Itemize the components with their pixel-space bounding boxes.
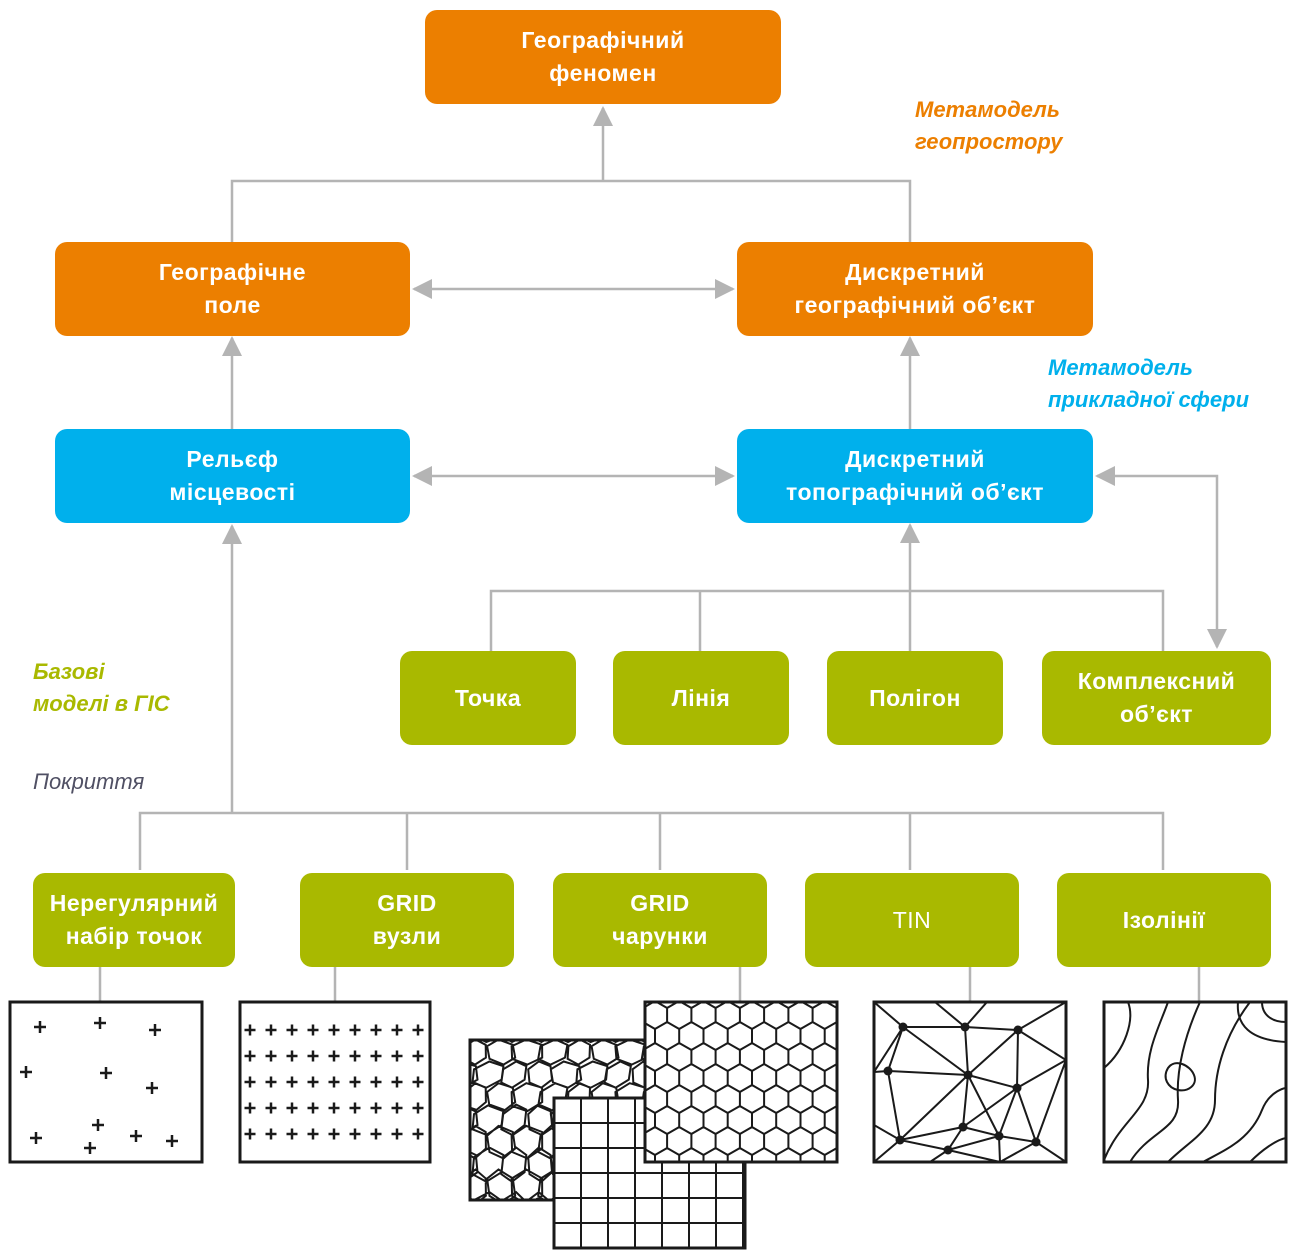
plus-mark bbox=[391, 1024, 403, 1036]
grid-points-icon bbox=[238, 1000, 432, 1164]
plus-mark bbox=[307, 1076, 319, 1088]
plus-mark bbox=[94, 1017, 106, 1029]
plus-mark bbox=[244, 1050, 256, 1062]
plus-mark bbox=[328, 1076, 340, 1088]
plus-mark bbox=[391, 1050, 403, 1062]
plus-mark bbox=[349, 1050, 361, 1062]
plus-mark bbox=[370, 1102, 382, 1114]
node-line: Лінія bbox=[613, 651, 789, 745]
plus-mark bbox=[349, 1102, 361, 1114]
plus-mark bbox=[307, 1128, 319, 1140]
plus-mark bbox=[328, 1128, 340, 1140]
plus-mark bbox=[265, 1024, 277, 1036]
plus-mark bbox=[328, 1102, 340, 1114]
tin-mesh-icon bbox=[872, 1000, 1068, 1164]
plus-mark bbox=[307, 1050, 319, 1062]
plus-mark bbox=[244, 1102, 256, 1114]
node-discrete-geo-object: Дискретний географічний об’єкт bbox=[737, 242, 1093, 336]
plus-mark bbox=[34, 1021, 46, 1033]
node-geo-field: Географічне поле bbox=[55, 242, 410, 336]
node-irregular-points: Нерегулярний набір точок bbox=[33, 873, 235, 967]
plus-mark bbox=[286, 1050, 298, 1062]
plus-mark bbox=[149, 1024, 161, 1036]
plus-mark bbox=[412, 1128, 424, 1140]
plus-mark bbox=[265, 1050, 277, 1062]
node-point: Точка bbox=[400, 651, 576, 745]
plus-mark bbox=[370, 1050, 382, 1062]
node-isolines: Ізолінії bbox=[1057, 873, 1271, 967]
node-discrete-topo-object: Дискретний топографічний об’єкт bbox=[737, 429, 1093, 523]
plus-mark bbox=[100, 1067, 112, 1079]
plus-mark bbox=[412, 1102, 424, 1114]
plus-mark bbox=[370, 1076, 382, 1088]
plus-mark bbox=[370, 1024, 382, 1036]
label-metamodel-geospace: Метамодель геопростору bbox=[915, 97, 1063, 154]
plus-mark bbox=[286, 1076, 298, 1088]
plus-mark bbox=[20, 1066, 32, 1078]
plus-mark bbox=[349, 1024, 361, 1036]
node-geo-phenomenon: Географічний феномен bbox=[425, 10, 781, 104]
plus-mark bbox=[391, 1102, 403, 1114]
plus-mark bbox=[412, 1076, 424, 1088]
plus-mark bbox=[412, 1050, 424, 1062]
hexagon-grid-icon bbox=[643, 1000, 839, 1164]
label-coverage: Покриття bbox=[33, 769, 145, 794]
thumb-ticks bbox=[98, 967, 1201, 1002]
plus-mark bbox=[412, 1024, 424, 1036]
connector-coverages bbox=[138, 811, 1165, 870]
plus-mark bbox=[307, 1102, 319, 1114]
plus-mark bbox=[146, 1082, 158, 1094]
plus-mark bbox=[391, 1076, 403, 1088]
plus-mark bbox=[265, 1102, 277, 1114]
contour-lines-icon bbox=[1102, 1000, 1288, 1164]
arrow-topo-complex bbox=[1095, 466, 1227, 649]
plus-mark bbox=[244, 1076, 256, 1088]
plus-mark bbox=[286, 1024, 298, 1036]
plus-mark bbox=[286, 1128, 298, 1140]
node-polygon: Полігон bbox=[827, 651, 1003, 745]
plus-mark bbox=[286, 1102, 298, 1114]
plus-mark bbox=[244, 1128, 256, 1140]
plus-mark bbox=[349, 1128, 361, 1140]
node-grid-nodes: GRID вузли bbox=[300, 873, 514, 967]
scatter-points-icon bbox=[8, 1000, 204, 1164]
plus-mark bbox=[307, 1024, 319, 1036]
plus-mark bbox=[84, 1142, 96, 1154]
plus-mark bbox=[130, 1130, 142, 1142]
node-terrain: Рельєф місцевості bbox=[55, 429, 410, 523]
node-grid-cells: GRID чарунки bbox=[553, 873, 767, 967]
plus-mark bbox=[166, 1135, 178, 1147]
plus-mark bbox=[265, 1128, 277, 1140]
plus-mark bbox=[92, 1119, 104, 1131]
label-base-models: Базові моделі в ГІС bbox=[33, 659, 170, 716]
plus-mark bbox=[370, 1128, 382, 1140]
plus-mark bbox=[328, 1050, 340, 1062]
plus-mark bbox=[265, 1076, 277, 1088]
label-metamodel-applied: Метамодель прикладної сфери bbox=[1048, 355, 1250, 412]
plus-mark bbox=[328, 1024, 340, 1036]
cell-lines bbox=[645, 1002, 837, 1162]
node-complex-object: Комплексний об’єкт bbox=[1042, 651, 1271, 745]
connector-field-to-phenomenon bbox=[230, 179, 912, 242]
plus-mark bbox=[244, 1024, 256, 1036]
plus-mark bbox=[349, 1076, 361, 1088]
plus-mark bbox=[391, 1128, 403, 1140]
plus-mark bbox=[30, 1132, 42, 1144]
node-tin: TIN bbox=[805, 873, 1019, 967]
